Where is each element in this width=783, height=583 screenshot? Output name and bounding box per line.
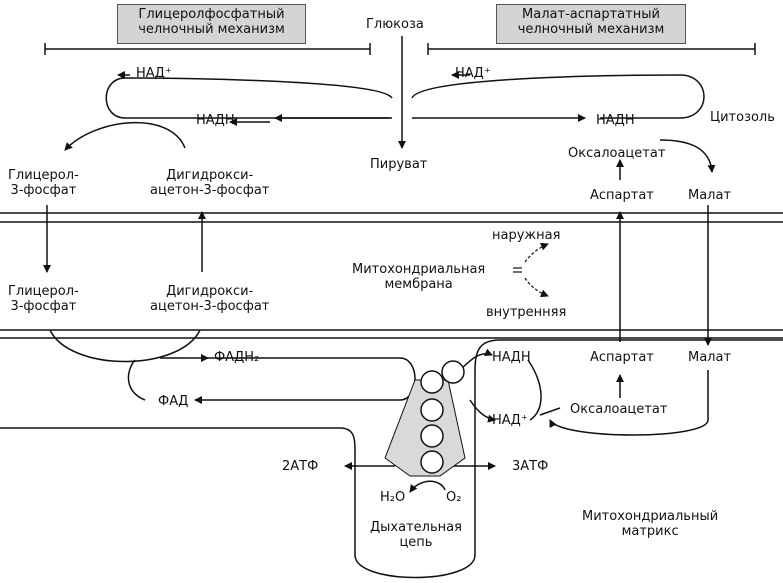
malate-bottom-label: Малат bbox=[688, 350, 732, 365]
nad-left-loop bbox=[105, 77, 393, 119]
h2o-label: H₂O bbox=[380, 490, 406, 505]
glycerol-bracket bbox=[44, 43, 371, 55]
complex-circle bbox=[420, 424, 444, 448]
matrix-label: Митохондриальный матрикс bbox=[582, 509, 719, 539]
malate-shuttle-header: Малат-аспартатный челночный механизм bbox=[496, 4, 686, 44]
cytosol-label: Цитозоль bbox=[710, 110, 775, 125]
malate-matrix-loop bbox=[549, 370, 709, 436]
nadh-left-label: НАДН bbox=[196, 113, 235, 128]
glucose-label: Глюкоза bbox=[366, 17, 424, 32]
resp-chain-label: Дыхательная цепь bbox=[370, 520, 462, 550]
chain-to-nad bbox=[469, 399, 496, 423]
nad-left-label: НАД⁺ bbox=[136, 66, 172, 81]
oxaloacetate-top-label: Оксалоацетат bbox=[568, 146, 666, 161]
nad-right-loop bbox=[411, 74, 705, 119]
aspartate-top-label: Аспартат bbox=[590, 188, 654, 203]
oxaloacetate-bottom-label: Оксалоацетат bbox=[570, 402, 668, 417]
inner-membrane-label: внутренняя bbox=[486, 305, 567, 320]
complex-circle bbox=[420, 398, 444, 422]
atp2-label: 2АТФ bbox=[282, 459, 319, 474]
fad-label: ФАД bbox=[158, 394, 189, 409]
glycerol-shuttle-header: Глицеролфосфатный челночный механизм bbox=[117, 4, 306, 44]
dhap-top-label: Дигидрокси- ацетон-3-фосфат bbox=[150, 168, 270, 198]
glycerol-lower-arc bbox=[49, 329, 201, 363]
malate-bracket bbox=[427, 43, 756, 55]
water-oxygen-arc bbox=[409, 480, 446, 493]
malate-upper-arc bbox=[659, 139, 716, 173]
atp3-label: 3АТФ bbox=[512, 459, 549, 474]
malate-top-label: Малат bbox=[688, 188, 732, 203]
outer-pointer bbox=[524, 242, 549, 263]
glycerol3p-bottom-label: Глицерол- 3-фосфат bbox=[8, 284, 79, 314]
glycerol3p-top-label: Глицерол- 3-фосфат bbox=[8, 168, 79, 198]
fadh2-label: ФАДН₂ bbox=[214, 350, 260, 365]
membrane-label: Митохондриальная мембрана bbox=[352, 262, 486, 292]
inner-pointer bbox=[524, 277, 549, 298]
aspartate-bottom-label: Аспартат bbox=[590, 350, 654, 365]
nadh-nad-matrix-arc bbox=[527, 359, 542, 421]
fad-loop bbox=[194, 357, 416, 404]
nad-matrix-label: НАД⁺ bbox=[492, 413, 528, 428]
complex-circle bbox=[441, 360, 465, 384]
fad-loop-left bbox=[127, 359, 146, 401]
glycerol-upper-arc bbox=[64, 121, 186, 151]
matrix-boundary bbox=[0, 339, 783, 579]
pyruvate-label: Пируват bbox=[370, 157, 428, 172]
outer-membrane-label: наружная bbox=[492, 228, 561, 243]
complex-circle bbox=[420, 370, 444, 394]
nadh-matrix-label: НАДН bbox=[492, 350, 531, 365]
o2-label: O₂ bbox=[446, 490, 462, 505]
oxaloacetate-arrow bbox=[539, 407, 561, 416]
complex-circle bbox=[420, 450, 444, 474]
nad-right-label: НАД⁺ bbox=[455, 66, 491, 81]
nadh-right-label: НАДН bbox=[596, 113, 635, 128]
dhap-bottom-label: Дигидрокси- ацетон-3-фосфат bbox=[150, 284, 270, 314]
